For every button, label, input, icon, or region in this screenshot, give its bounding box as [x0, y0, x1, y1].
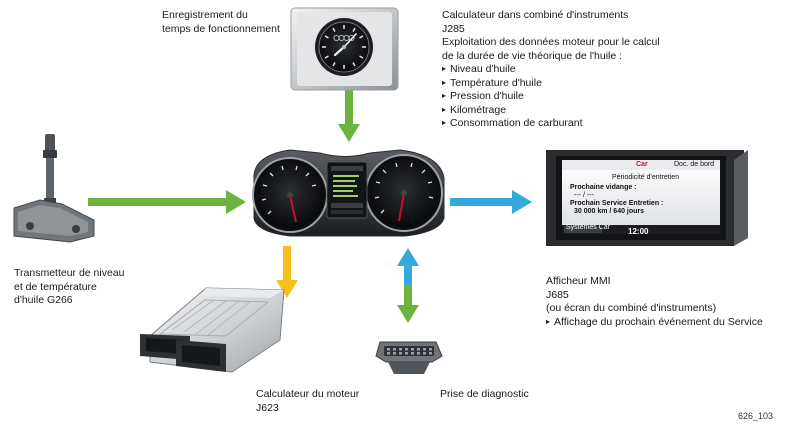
mmi-heading: Périodicité d'entretien [612, 174, 680, 181]
label-mmi-line: Afficheur MMI [546, 275, 611, 287]
label-clock: Enregistrement du temps de fonctionnemen… [162, 9, 280, 36]
blue-green-arrow-diag [397, 248, 419, 323]
label-j285-item: Kilométrage [442, 104, 660, 118]
instrument-cluster [252, 149, 445, 237]
audi-rings-icon [333, 35, 355, 42]
label-mmi-item: Affichage du prochain événement du Servi… [546, 316, 763, 330]
label-j285: Calculateur dans combiné d'instruments J… [442, 9, 660, 131]
label-engine-line: Calculateur du moteur [256, 388, 360, 400]
label-diag: Prise de diagnostic [440, 388, 529, 400]
mmi-line-oil-value: --- / --- [574, 192, 594, 199]
label-clock-line: temps de fonctionnement [162, 22, 280, 35]
label-clock-line: Enregistrement du [162, 9, 248, 21]
label-mmi-line: J685 [546, 288, 569, 301]
label-j285-line: Calculateur dans combiné d'instruments [442, 9, 629, 21]
mmi-line-service-value: 30 000 km / 640 jours [574, 208, 645, 215]
label-sensor: Transmetteur de niveau et de température… [14, 267, 125, 308]
label-engine-line: J623 [256, 401, 279, 414]
label-engine: Calculateur du moteur J623 [256, 388, 359, 415]
mmi-footer-systems: Systèmes Car [566, 224, 610, 231]
label-sensor-line: Transmetteur de niveau [14, 267, 125, 279]
analog-clock [290, 7, 399, 91]
label-j285-line: de la durée de vie théorique de l'huile … [442, 49, 623, 62]
mmi-footer-clock: 12:00 [628, 227, 649, 236]
figure-number: 626_103 [738, 411, 774, 421]
mmi-line-next-service: Prochain Service Entretien : [570, 200, 664, 207]
green-arrow-clock [338, 88, 360, 142]
yellow-arrow-engine [276, 246, 298, 298]
label-j285-line: J285 [442, 22, 465, 35]
label-mmi-line: (ou écran du combiné d'instruments) [546, 302, 717, 314]
green-arrow-sensor [88, 190, 246, 214]
mmi-display [546, 150, 748, 246]
engine-control-unit [140, 287, 285, 373]
oil-sensor [13, 134, 95, 243]
blue-arrow-mmi [450, 190, 532, 214]
diagnostic-connector [375, 341, 443, 374]
label-j285-item: Pression d'huile [442, 90, 660, 104]
mmi-tab-car: Car [636, 161, 648, 168]
label-j285-item: Niveau d'huile [442, 63, 660, 77]
mmi-tab-doc: Doc. de bord [674, 161, 715, 168]
label-sensor-line: et de température [14, 280, 97, 293]
label-mmi: Afficheur MMI J685 (ou écran du combiné … [546, 275, 763, 329]
mmi-line-next-oil-change: Prochaine vidange : [570, 184, 637, 191]
label-sensor-line: d'huile G266 [14, 294, 73, 306]
label-j285-item: Température d'huile [442, 77, 660, 91]
label-j285-item: Consommation de carburant [442, 117, 660, 131]
label-j285-line: Exploitation des données moteur pour le … [442, 36, 660, 48]
